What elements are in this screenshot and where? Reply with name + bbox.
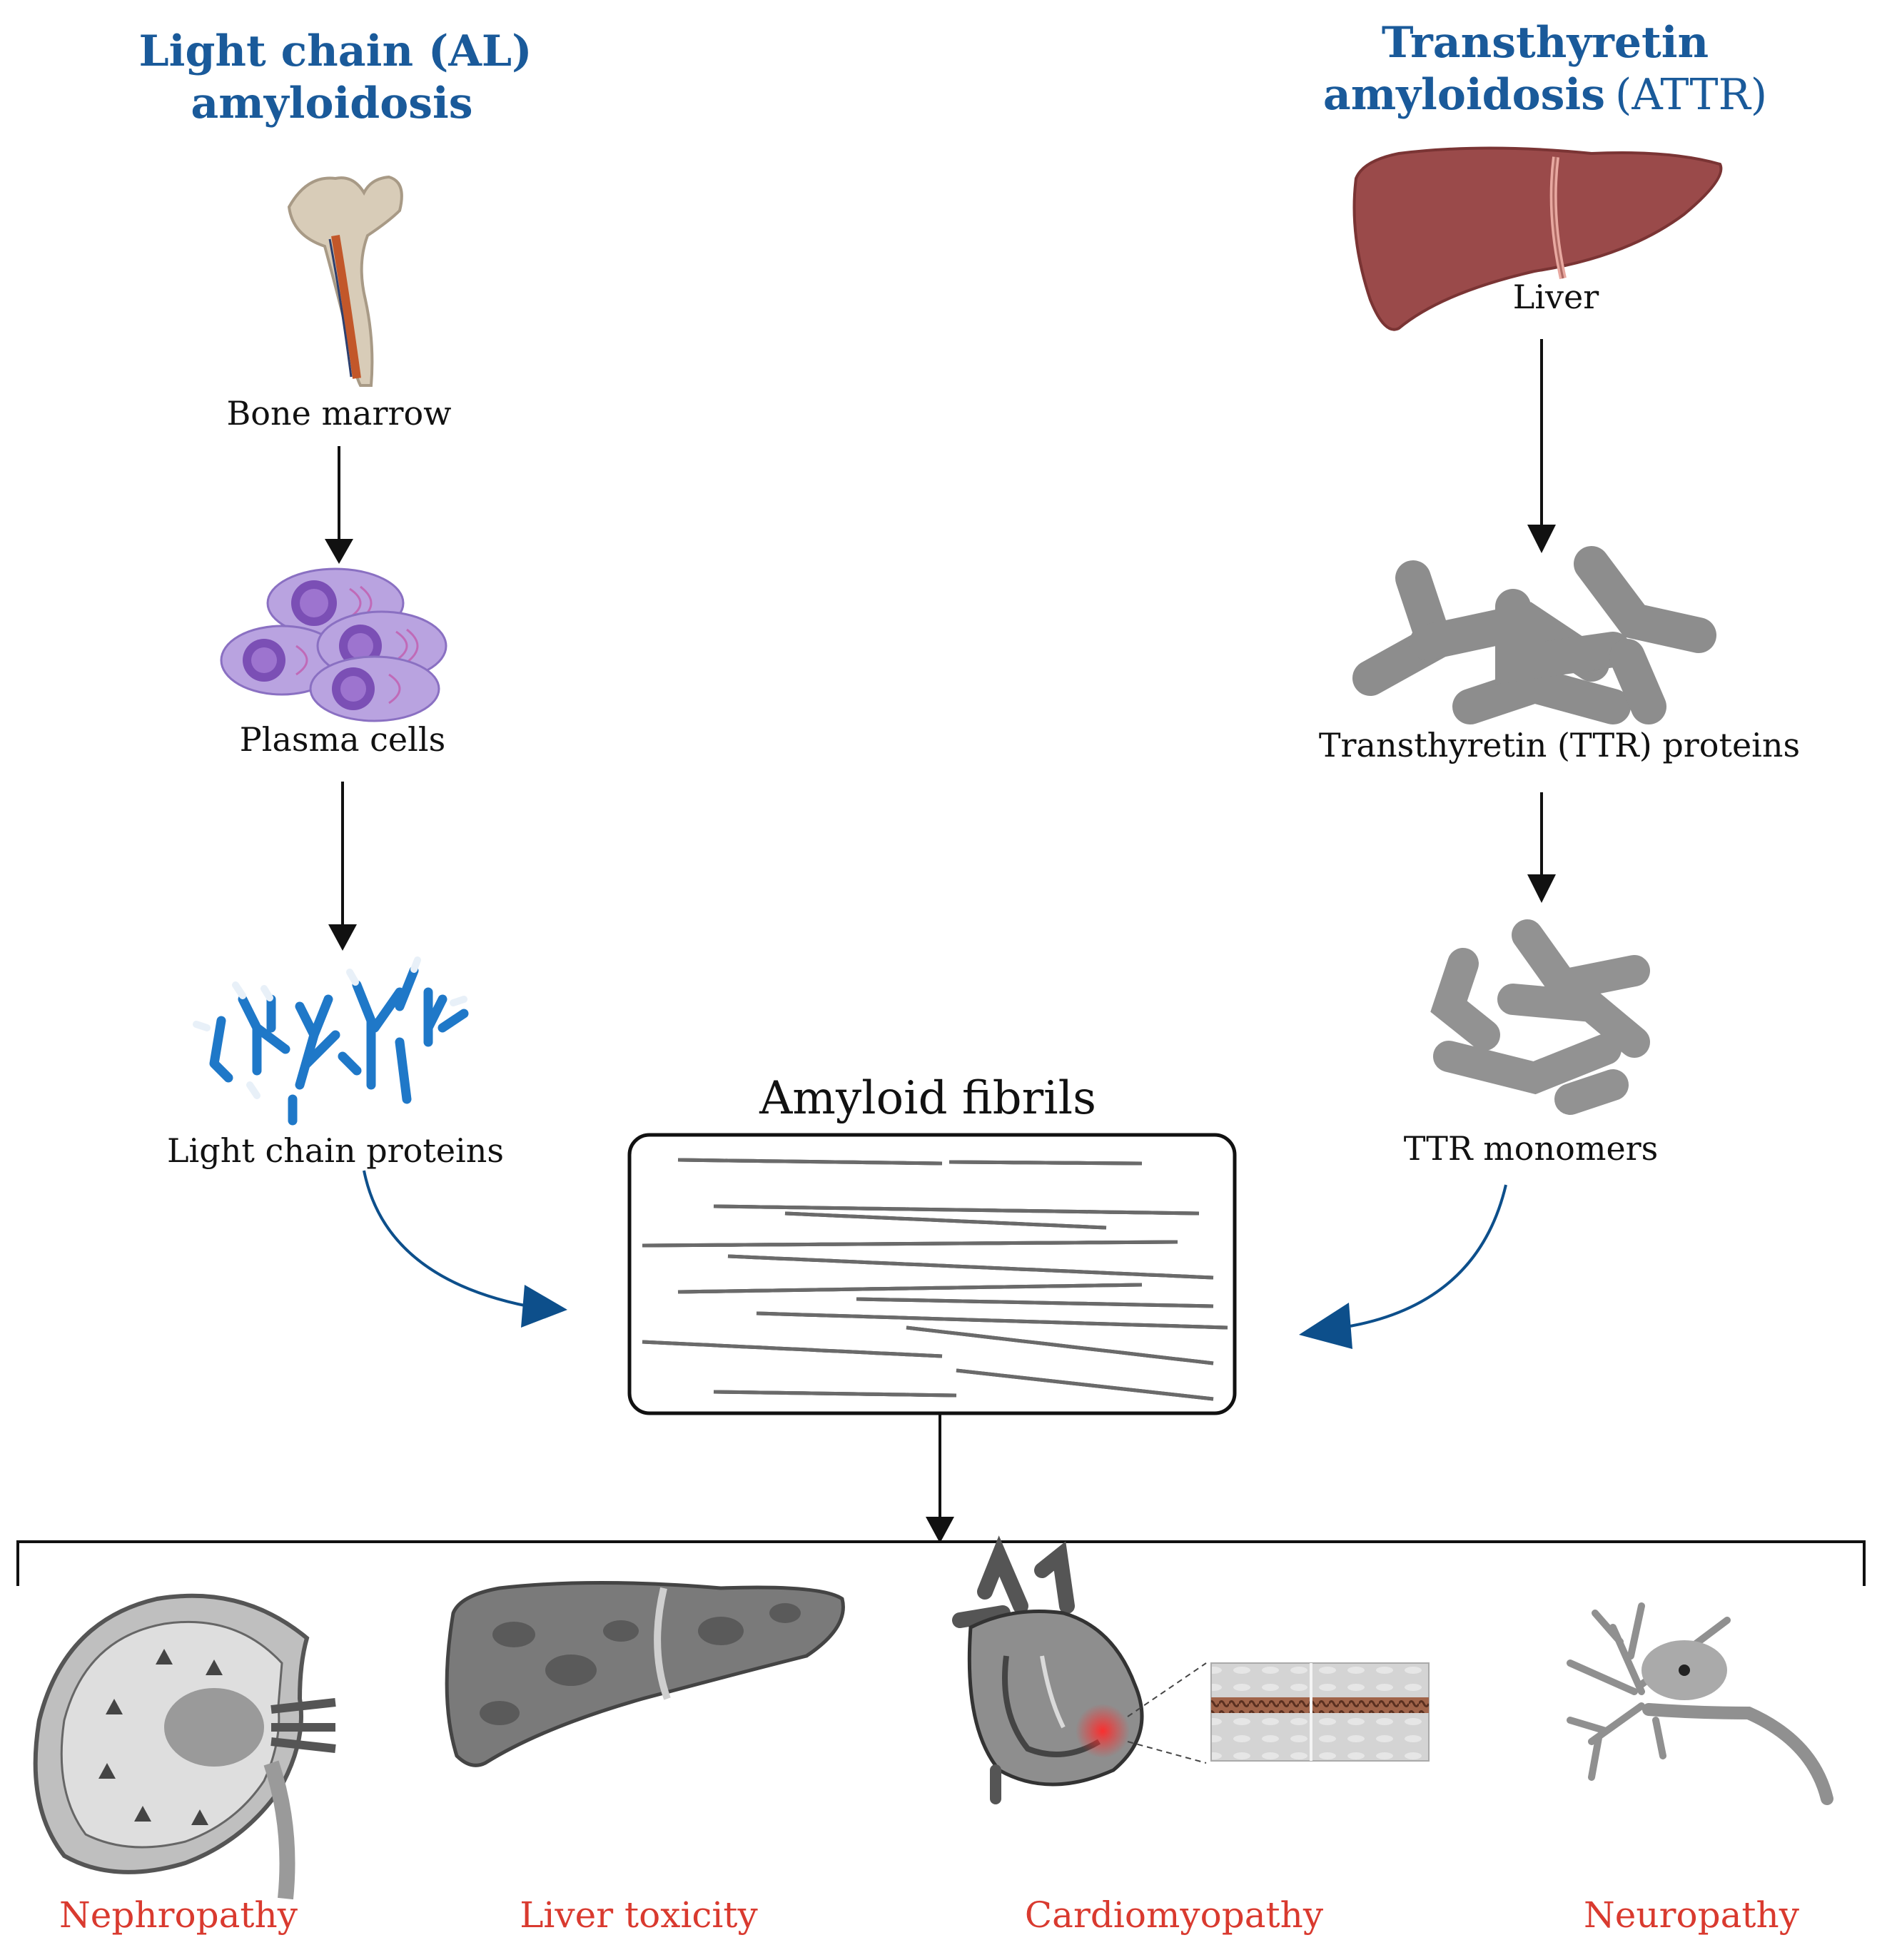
fibril-helix-icon bbox=[642, 1158, 1228, 1401]
fibril-strand bbox=[642, 1340, 943, 1358]
fibril-strand bbox=[948, 1160, 1143, 1166]
outcome-neuropathy: Neuropathy bbox=[1584, 1894, 1800, 1936]
al-to-fibrils-arrow bbox=[363, 1170, 529, 1308]
damaged-liver-icon bbox=[445, 1581, 845, 1767]
heart-zoom-line-bottom bbox=[1127, 1741, 1207, 1764]
neuron-icon bbox=[1567, 1602, 1833, 1805]
attr-to-fibrils-arrow bbox=[1341, 1184, 1507, 1329]
fibril-strand bbox=[756, 1311, 1228, 1330]
attr-title-line2: amyloidosis(ATTR) bbox=[1323, 70, 1767, 120]
ttr-proteins-label: Transthyretin (TTR) proteins bbox=[1319, 726, 1800, 764]
fibril-strand bbox=[956, 1368, 1214, 1401]
arrow-head bbox=[328, 924, 357, 951]
outcome-nephropathy: Nephropathy bbox=[59, 1894, 298, 1936]
fibril-strand bbox=[677, 1158, 943, 1166]
arrow-head bbox=[1527, 525, 1556, 553]
light-chain-antibody-tips bbox=[193, 956, 467, 1099]
liver-label: Liver bbox=[1513, 278, 1599, 316]
heart-zoom-line-top bbox=[1127, 1662, 1207, 1717]
liver-icon bbox=[1352, 146, 1723, 331]
bone-marrow-label: Bone marrow bbox=[226, 394, 451, 433]
arrow-head bbox=[325, 539, 353, 564]
ttr-monomer-icon bbox=[1430, 919, 1650, 1115]
al-title-line2: amyloidosis bbox=[191, 79, 472, 128]
light-chain-antibody-icon bbox=[209, 966, 469, 1126]
attr-title-line2-tail: (ATTR) bbox=[1615, 70, 1767, 120]
fibril-strand bbox=[713, 1204, 1200, 1216]
fibril-strand bbox=[713, 1390, 957, 1398]
heart-icon bbox=[952, 1535, 1144, 1804]
plasma-cells-label: Plasma cells bbox=[240, 720, 445, 759]
neuron-nucleus bbox=[1679, 1665, 1690, 1676]
al-title-line1: Light chain (AL) bbox=[138, 26, 532, 76]
ttr-protein-icon bbox=[1352, 546, 1716, 724]
fibril-strand bbox=[642, 1240, 1178, 1248]
light-chain-proteins-label: Light chain proteins bbox=[167, 1131, 504, 1170]
arrow-head bbox=[1527, 874, 1556, 903]
attr-title-line1: Transthyretin bbox=[1382, 18, 1709, 68]
outcome-liver-toxicity: Liver toxicity bbox=[520, 1894, 758, 1936]
arrow-head bbox=[1299, 1303, 1352, 1349]
fibril-strand bbox=[856, 1297, 1214, 1308]
amyloid-fibrils-box bbox=[627, 1133, 1237, 1415]
attr-title-line2-bold: amyloidosis bbox=[1323, 70, 1605, 120]
plasma-cells-icon bbox=[220, 567, 447, 722]
kidney-icon bbox=[33, 1593, 336, 1900]
arrow-head bbox=[521, 1285, 567, 1328]
outcomes-bracket bbox=[16, 1540, 1866, 1586]
bone-marrow-icon bbox=[287, 175, 403, 387]
fibril-strand bbox=[906, 1325, 1214, 1365]
fibril-strand bbox=[727, 1254, 1214, 1280]
outcome-cardiomyopathy: Cardiomyopathy bbox=[1025, 1894, 1324, 1936]
arrow-head bbox=[926, 1517, 954, 1543]
ttr-monomers-label: TTR monomers bbox=[1404, 1129, 1659, 1168]
fibril-strand bbox=[677, 1283, 1143, 1294]
fibril-strand bbox=[784, 1211, 1107, 1230]
myocardium-tissue-icon bbox=[1210, 1662, 1430, 1762]
amyloid-fibrils-title: Amyloid fibrils bbox=[759, 1072, 1096, 1125]
